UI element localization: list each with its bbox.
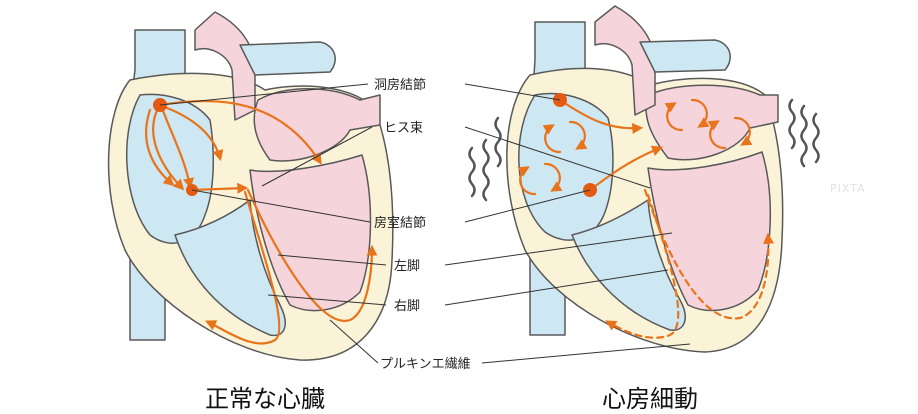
- right-ventricle: [174, 199, 286, 337]
- normal-heart: [107, 11, 394, 361]
- conduction-arrow: [145, 108, 175, 187]
- label-av-node: 房室結節: [374, 215, 426, 231]
- wavy-line-icon: [468, 146, 476, 198]
- leader-left-afib: [444, 232, 673, 266]
- afib-heart: [506, 5, 784, 353]
- conduction-arrow: [558, 98, 644, 134]
- conduction-arrow: [152, 106, 185, 191]
- leader-av-normal: [191, 189, 371, 223]
- circuit-left-1: [542, 120, 588, 154]
- wavy-line-icon: [788, 98, 796, 150]
- circular-arrows-icon: [542, 124, 562, 154]
- label-right-bundle: 右脚: [394, 298, 420, 314]
- leader-his-afib: [464, 126, 651, 189]
- pulmonary-artery: [639, 39, 731, 73]
- wavy-line-icon: [482, 138, 490, 202]
- leader-left-normal: [277, 254, 387, 266]
- conduction-dashed: [605, 193, 680, 339]
- wavy-line-icon: [800, 104, 808, 168]
- circular-arrows-icon: [690, 98, 710, 128]
- afib-conduction: [517, 98, 775, 339]
- conduction-arrow: [160, 106, 194, 190]
- conduction-arrow: [205, 190, 281, 345]
- label-sa-node: 洞房結節: [374, 77, 426, 93]
- wavy-line-icon: [812, 112, 820, 164]
- circuit-right-1: [664, 98, 710, 132]
- watermark-text: PIXTA: [830, 182, 866, 195]
- circular-arrows-icon: [568, 120, 588, 150]
- wavy-line-icon: [494, 116, 502, 168]
- leader-purkinje-normal: [329, 319, 379, 364]
- pulmonary-artery: [239, 41, 336, 76]
- conduction-arrow: [158, 99, 322, 165]
- circuit-left-2: [517, 162, 563, 196]
- conduction-arrow: [160, 104, 224, 162]
- circular-arrows-icon: [664, 102, 684, 132]
- left-ventricle: [647, 151, 772, 312]
- right-ventricle: [571, 199, 686, 331]
- circular-arrows-icon: [517, 166, 537, 196]
- conduction-arrow: [190, 182, 249, 194]
- circular-arrows-icon: [543, 162, 563, 192]
- leader-his-normal: [261, 126, 373, 187]
- leader-av-afib: [464, 189, 591, 223]
- conduction-dashed: [643, 188, 775, 320]
- leader-right-normal: [267, 294, 387, 306]
- circular-arrows-icon: [733, 116, 753, 146]
- caption-afib: 心房細動: [602, 385, 698, 413]
- leader-sa-normal: [159, 83, 369, 106]
- leader-right-afib: [444, 269, 669, 306]
- caption-normal-heart: 正常な心臓: [205, 385, 325, 413]
- leader-sa-afib: [464, 83, 561, 101]
- labels: 洞房結節 ヒス束 房室結節 左脚 右脚 プルキンエ繊維: [374, 77, 471, 372]
- circular-arrows-icon: [707, 120, 727, 150]
- label-his-bundle: ヒス束: [384, 121, 423, 136]
- conduction-arrow: [588, 145, 664, 192]
- leader-lines: [159, 83, 691, 364]
- normal-conduction: [145, 99, 378, 345]
- leader-purkinje-afib: [481, 343, 691, 364]
- label-purkinje: プルキンエ繊維: [380, 356, 471, 372]
- left-atrium: [253, 88, 381, 162]
- left-ventricle: [249, 154, 372, 312]
- right-atrium: [126, 93, 215, 244]
- conduction-arrow: [246, 188, 378, 322]
- tremor-lines: [468, 98, 820, 202]
- label-left-bundle: 左脚: [394, 258, 420, 274]
- aorta: [594, 5, 656, 116]
- captions: 正常な心臓 心房細動: [205, 385, 698, 413]
- circuit-right-2: [707, 116, 753, 150]
